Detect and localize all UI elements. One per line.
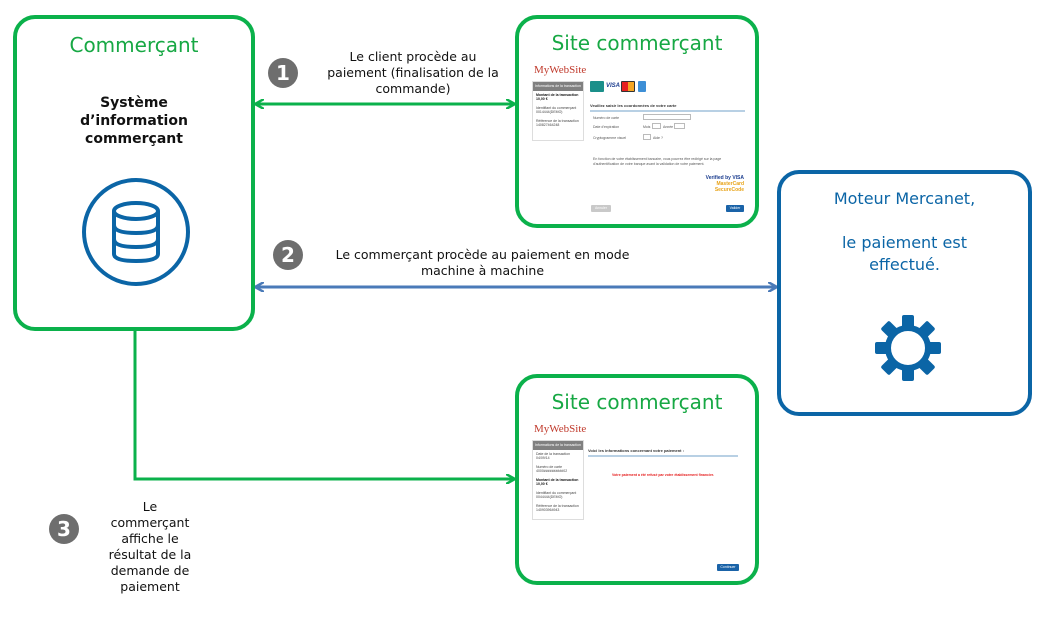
cancel-button[interactable]: Annuler xyxy=(591,205,611,212)
amex-card-icon[interactable] xyxy=(638,81,646,92)
site-result-title: Site commerçant xyxy=(551,390,723,414)
site-result-box: Site commerçant MyWebSite Informations d… xyxy=(515,374,759,585)
step-3-text: Le commerçant affiche le résultat de la … xyxy=(108,499,192,594)
expiry-year-select[interactable] xyxy=(674,123,685,129)
payment-page-screenshot: MyWebSite Informations de la transaction… xyxy=(532,64,745,212)
arrow-step-3 xyxy=(133,331,514,479)
step-3-badge: 3 xyxy=(49,514,79,544)
merchant-title: Commerçant xyxy=(69,33,199,57)
submit-button[interactable]: Valider xyxy=(726,205,744,212)
step-1-badge: 1 xyxy=(268,58,298,88)
continue-button[interactable]: Continuer xyxy=(717,564,739,571)
cvv-help-link[interactable]: Aide ? xyxy=(653,136,663,140)
secure-logos: Verified by VISA MasterCard SecureCode xyxy=(705,175,744,193)
site-checkout-title: Site commerçant xyxy=(551,31,723,55)
database-icon xyxy=(82,178,190,286)
card-number-input[interactable] xyxy=(643,114,691,120)
merchant-box: Commerçant Système d’information commerç… xyxy=(13,15,255,331)
merchant-subtitle: Système d’information commerçant xyxy=(80,95,188,147)
gear-icon xyxy=(875,315,941,381)
visa-card-icon[interactable]: VISA xyxy=(606,83,621,89)
step-2-badge: 2 xyxy=(273,240,303,270)
site-checkout-box: Site commerçant MyWebSite Informations d… xyxy=(515,15,759,228)
cvv-input[interactable] xyxy=(643,134,651,140)
step-2-text: Le commerçant procède au paiement en mod… xyxy=(335,247,630,278)
cb-card-icon[interactable] xyxy=(590,81,604,92)
transaction-info-panel: Informations de la transaction Montant d… xyxy=(532,81,584,141)
payment-result-message: Votre paiement a été refusé par votre ét… xyxy=(611,473,715,477)
step-1-text: Le client procède au paiement (finalisat… xyxy=(327,49,499,96)
transaction-info-panel: Informations de la transaction Date de l… xyxy=(532,440,584,520)
result-heading: Voici les informations concernant votre … xyxy=(588,448,738,457)
card-form-heading: Veuillez saisir les coordonnées de votre… xyxy=(590,103,745,112)
result-page-screenshot: MyWebSite Informations de la transaction… xyxy=(519,378,755,581)
site-logo: MyWebSite xyxy=(534,64,587,76)
mercanet-title: Moteur Mercanet, le paiement est effectu… xyxy=(833,189,976,274)
mastercard-icon[interactable] xyxy=(621,81,635,92)
site-logo: MyWebSite xyxy=(534,423,587,435)
expiry-month-select[interactable] xyxy=(652,123,661,129)
mercanet-box: Moteur Mercanet, le paiement est effectu… xyxy=(777,170,1032,416)
